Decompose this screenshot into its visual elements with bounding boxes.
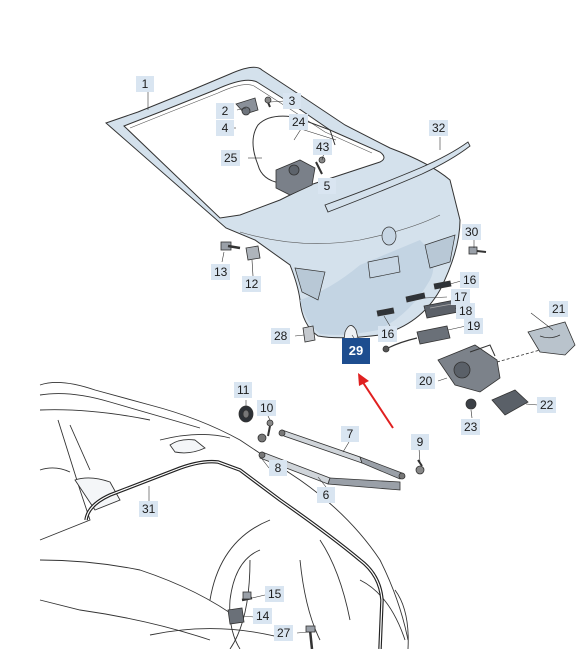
part-label-20[interactable]: 20: [416, 373, 436, 389]
part-label-3[interactable]: 3: [283, 93, 301, 109]
part-label-5[interactable]: 5: [318, 178, 336, 194]
body-shell: [39, 381, 409, 649]
part-label-1[interactable]: 1: [136, 76, 154, 92]
part-label-6[interactable]: 6: [317, 487, 335, 503]
part-label-4[interactable]: 4: [216, 120, 234, 136]
part-label-11[interactable]: 11: [234, 382, 253, 398]
part-label-24[interactable]: 24: [289, 114, 309, 130]
part-label-32[interactable]: 32: [429, 120, 449, 136]
spoiler-32: [324, 141, 471, 213]
part-label-13[interactable]: 13: [211, 264, 231, 280]
part-label-15[interactable]: 15: [265, 586, 285, 602]
part-label-28[interactable]: 28: [271, 328, 291, 344]
part-label-23[interactable]: 23: [461, 419, 481, 435]
part-label-19[interactable]: 19: [464, 318, 484, 334]
part-label-12[interactable]: 12: [242, 276, 262, 292]
part-label-17[interactable]: 17: [451, 289, 471, 305]
part-label-2[interactable]: 2: [216, 103, 234, 119]
pointer-arrow: [358, 373, 394, 429]
part-label-22[interactable]: 22: [537, 397, 557, 413]
part-label-30[interactable]: 30: [462, 224, 482, 240]
part-label-9[interactable]: 9: [411, 434, 429, 450]
part-label-16a[interactable]: 16: [460, 272, 480, 288]
small-parts: [220, 241, 576, 649]
part-label-25[interactable]: 25: [221, 150, 241, 166]
part-label-18[interactable]: 18: [456, 303, 476, 319]
part-label-43[interactable]: 43: [313, 139, 333, 155]
part-label-7[interactable]: 7: [341, 426, 359, 442]
part-label-14[interactable]: 14: [253, 608, 273, 624]
part-label-8[interactable]: 8: [269, 460, 287, 476]
part-label-16b[interactable]: 16: [378, 326, 398, 342]
tailgate-latch-parts: [227, 96, 336, 196]
part-label-31[interactable]: 31: [139, 501, 159, 517]
part-label-21[interactable]: 21: [549, 301, 569, 317]
part-label-29-highlighted[interactable]: 29: [342, 338, 370, 364]
part-label-27[interactable]: 27: [274, 625, 294, 641]
part-label-10[interactable]: 10: [257, 400, 277, 416]
